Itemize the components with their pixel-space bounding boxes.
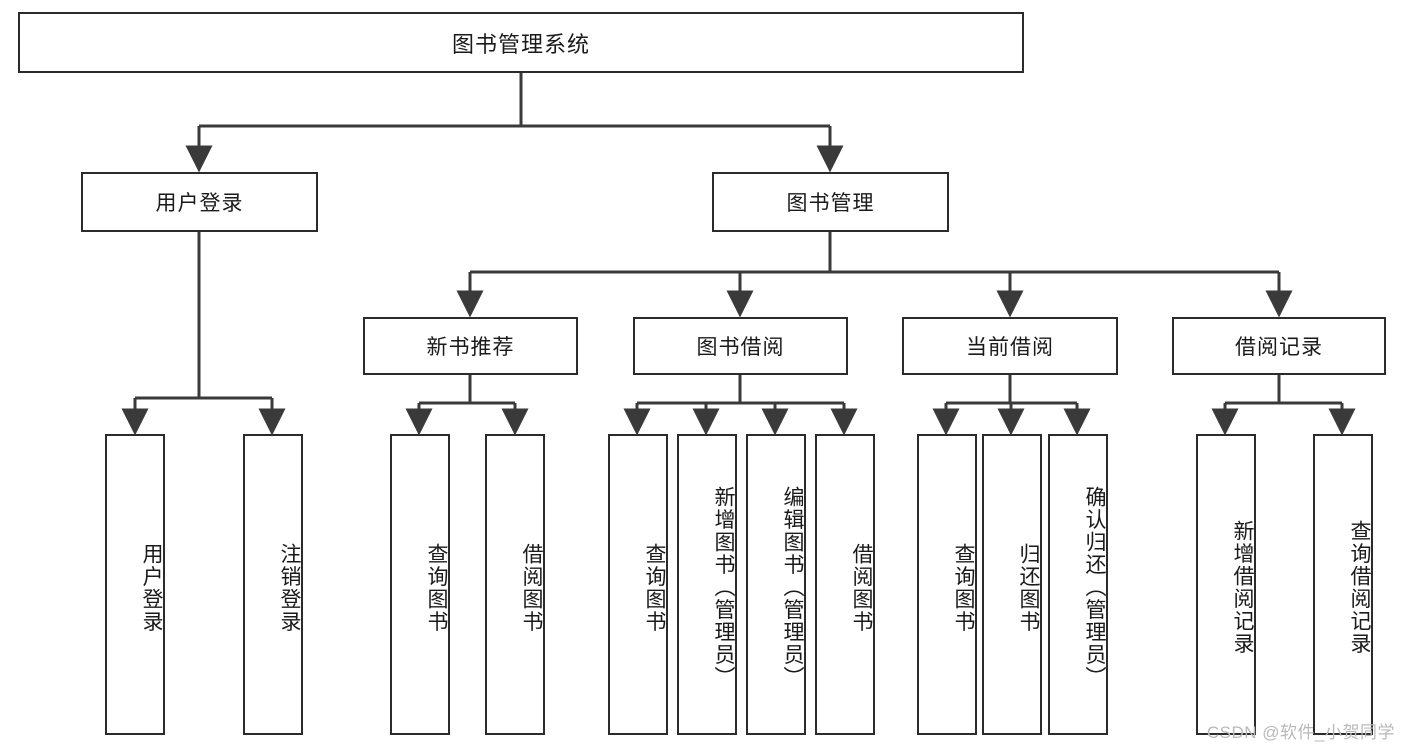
node-leaf-add-book-label: 新增图书（管理员） — [712, 486, 735, 689]
node-leaf-edit-book[interactable]: 编辑图书（管理员） — [746, 434, 806, 735]
node-leaf-edit-book-label: 编辑图书（管理员） — [781, 486, 804, 689]
node-leaf-user-login-label: 用户登录 — [140, 542, 163, 633]
node-borrow-record-label: 借阅记录 — [1235, 336, 1323, 359]
node-book-management-label: 图书管理 — [786, 192, 875, 215]
node-leaf-return-book[interactable]: 归还图书 — [982, 434, 1042, 735]
node-current-borrow[interactable]: 当前借阅 — [902, 317, 1118, 375]
node-root-label: 图书管理系统 — [451, 31, 590, 57]
watermark: CSDN @软件_小贺同学 — [1206, 723, 1395, 742]
node-leaf-add-record[interactable]: 新增借阅记录 — [1196, 434, 1256, 735]
node-leaf-query-book-1[interactable]: 查询图书 — [390, 434, 450, 735]
node-leaf-query-book-2[interactable]: 查询图书 — [608, 434, 668, 735]
node-leaf-query-book-2-label: 查询图书 — [643, 542, 666, 633]
node-leaf-user-login[interactable]: 用户登录 — [105, 434, 165, 735]
node-leaf-borrow-book-2[interactable]: 借阅图书 — [815, 434, 875, 735]
node-root[interactable]: 图书管理系统 — [18, 12, 1024, 73]
node-user-login[interactable]: 用户登录 — [81, 172, 318, 232]
node-book-borrow[interactable]: 图书借阅 — [633, 317, 848, 375]
node-leaf-confirm-return-label: 确认归还（管理员） — [1083, 486, 1106, 689]
node-leaf-add-record-label: 新增借阅记录 — [1231, 520, 1254, 655]
node-leaf-logout-login-label: 注销登录 — [278, 542, 301, 633]
node-leaf-add-book[interactable]: 新增图书（管理员） — [677, 434, 737, 735]
node-leaf-query-book-3-label: 查询图书 — [952, 542, 975, 633]
node-new-book-recommend[interactable]: 新书推荐 — [363, 317, 578, 375]
node-new-book-recommend-label: 新书推荐 — [426, 336, 515, 359]
node-leaf-query-record-label: 查询借阅记录 — [1348, 520, 1371, 655]
node-leaf-borrow-book-2-label: 借阅图书 — [850, 542, 873, 633]
node-current-borrow-label: 当前借阅 — [966, 336, 1054, 359]
node-leaf-confirm-return[interactable]: 确认归还（管理员） — [1048, 434, 1108, 735]
node-user-login-label: 用户登录 — [155, 192, 244, 215]
node-leaf-return-book-label: 归还图书 — [1017, 542, 1040, 633]
node-leaf-query-book-1-label: 查询图书 — [425, 542, 448, 633]
node-leaf-borrow-book-1-label: 借阅图书 — [520, 542, 543, 633]
node-book-management[interactable]: 图书管理 — [712, 172, 949, 232]
node-leaf-borrow-book-1[interactable]: 借阅图书 — [485, 434, 545, 735]
node-borrow-record[interactable]: 借阅记录 — [1172, 317, 1386, 375]
node-leaf-query-record[interactable]: 查询借阅记录 — [1313, 434, 1373, 735]
node-leaf-logout-login[interactable]: 注销登录 — [243, 434, 303, 735]
node-book-borrow-label: 图书借阅 — [696, 336, 785, 359]
node-leaf-query-book-3[interactable]: 查询图书 — [917, 434, 977, 735]
